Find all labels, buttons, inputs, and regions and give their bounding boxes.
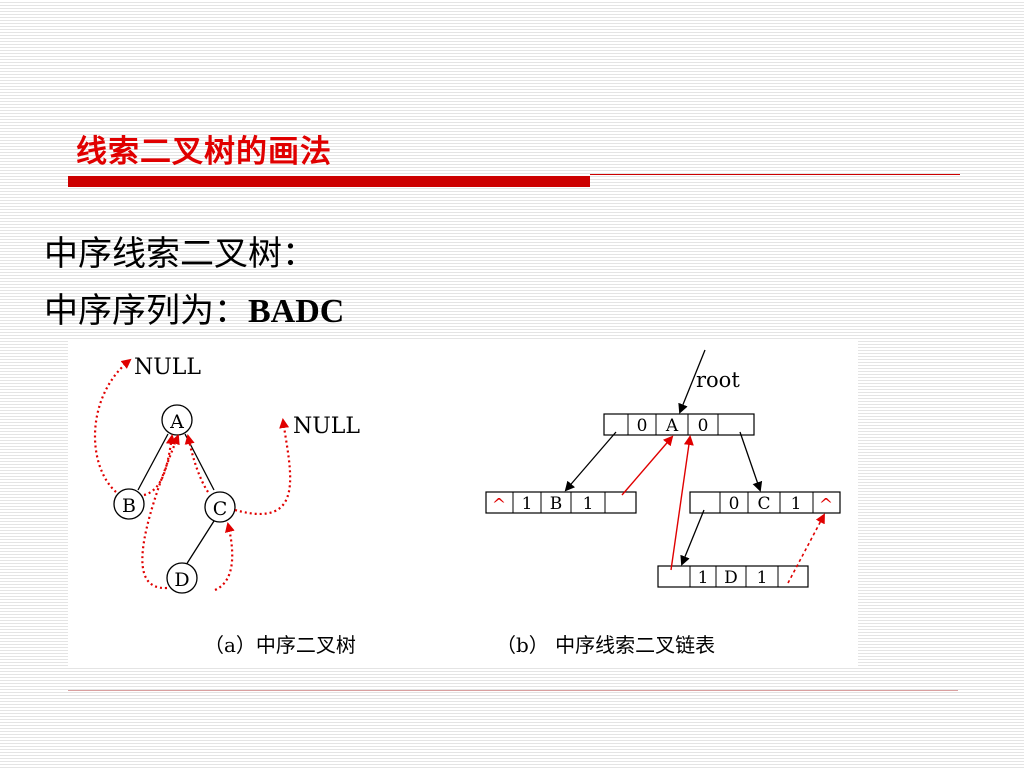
figure-svg: A B C D NULL NULL	[93, 349, 841, 657]
thread-b-left-null	[93, 358, 132, 493]
null-label-right: NULL	[293, 414, 360, 439]
title-underline-thick	[68, 176, 590, 187]
thread-d-left-to-a	[670, 435, 694, 571]
thread-d-right-to-c	[787, 513, 825, 584]
list-node-b: ^ 1 B 1	[485, 491, 637, 515]
link-c-left-d	[680, 509, 705, 566]
list-node-a-ltag: 0	[637, 416, 648, 436]
list-node-d-ltag: 1	[698, 568, 709, 588]
list-node-b-rtag: 1	[583, 494, 594, 514]
edge-c-d	[185, 520, 215, 566]
list-node-a-rtag: 0	[698, 416, 709, 436]
link-a-right-c	[739, 431, 763, 492]
tree-node-d-label: D	[174, 569, 189, 591]
list-node-c: 0 C 1 ^	[689, 491, 841, 515]
thread-b-to-a	[621, 435, 674, 496]
list-node-b-ltag: 1	[522, 494, 533, 514]
list-node-d: 1 D 1	[657, 565, 809, 588]
root-pointer	[678, 349, 706, 414]
title-underline-thin	[590, 174, 960, 175]
root-label: root	[696, 368, 740, 392]
list-node-b-data: B	[550, 494, 563, 514]
thread-c-right-null	[234, 418, 292, 516]
caption-b: （b） 中序线索二叉链表	[496, 633, 715, 657]
list-node-a: 0 A 0	[603, 413, 755, 436]
list-node-c-rtag: 1	[791, 494, 802, 514]
tree-node-c: C	[204, 491, 236, 523]
binary-tree: A B C D NULL NULL	[93, 355, 360, 594]
list-node-c-data: C	[757, 494, 770, 514]
tree-node-b: B	[113, 488, 145, 520]
null-label-left: NULL	[134, 355, 201, 380]
threaded-tree-figure: A B C D NULL NULL	[68, 340, 858, 668]
edge-a-c	[184, 433, 215, 491]
heading-text: 中序线索二叉树：	[44, 234, 316, 274]
link-a-left-b	[564, 431, 617, 492]
thread-d-right-c	[214, 522, 235, 592]
tree-node-d: D	[166, 562, 198, 594]
list-node-d-data: D	[724, 568, 738, 588]
tree-node-a: A	[161, 404, 193, 436]
slide-title: 线索二叉树的画法	[76, 134, 332, 170]
thread-b-right-a	[143, 434, 176, 497]
list-node-b-null-symbol: ^	[492, 495, 506, 515]
sequence-prefix: 中序序列为：	[44, 291, 248, 331]
tree-node-a-label: A	[169, 411, 184, 433]
sequence-value: BADC	[248, 293, 345, 330]
edge-a-b	[137, 433, 169, 491]
tree-node-c-label: C	[213, 498, 228, 520]
sequence-line: 中序序列为：BADC	[44, 283, 344, 332]
tree-node-b-label: B	[122, 495, 136, 517]
thread-d-left-a	[141, 434, 180, 590]
caption-a: （a）中序二叉树	[204, 633, 356, 657]
list-node-d-rtag: 1	[757, 568, 768, 588]
footer-divider	[68, 690, 958, 691]
thread-extra-a	[184, 434, 209, 493]
threaded-linked-list: root 0 A 0 ^ 1 B	[485, 349, 841, 588]
list-node-a-data: A	[665, 416, 679, 436]
list-node-c-ltag: 0	[729, 494, 740, 514]
list-node-c-null-symbol: ^	[819, 495, 833, 515]
